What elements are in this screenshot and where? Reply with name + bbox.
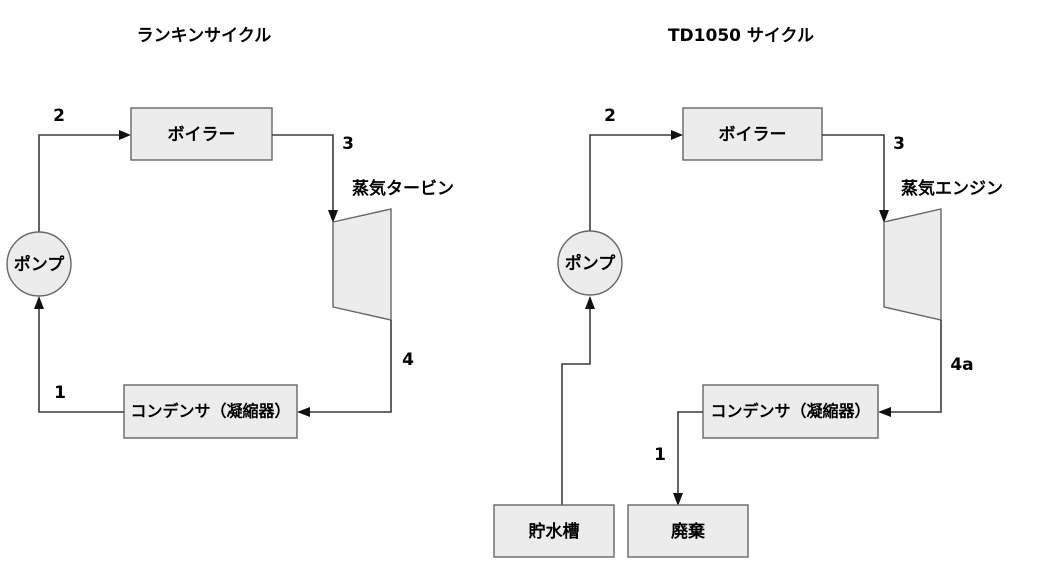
td1050-state-1-label: 1	[654, 445, 666, 465]
td1050-pump-to-boiler-arrowhead	[671, 130, 683, 140]
td1050-state-2-label: 2	[604, 106, 616, 126]
rankine-state-1-label: 1	[54, 383, 66, 403]
td1050-engine-to-condenser-arrowhead	[878, 407, 891, 417]
rankine-condenser-box	[123, 384, 298, 439]
td1050-engine-caption: 蒸気エンジン	[901, 178, 1003, 199]
td1050-reservoir-to-pump-arrowhead	[585, 296, 595, 309]
rankine-turbine-shape	[332, 208, 392, 321]
td1050-condenser-box	[702, 384, 879, 439]
td1050-condenser-label: コンデンサ（凝縮器）	[710, 402, 870, 421]
td1050-state-4a-label: 4a	[950, 355, 973, 375]
rankine-state-2-label: 2	[53, 106, 65, 126]
rankine-pump-circle	[6, 231, 72, 297]
td1050-title: TD1050 サイクル	[668, 26, 814, 46]
rankine-pump-label: ポンプ	[14, 254, 65, 275]
rankine-turbine-to-condenser-arrowhead	[297, 407, 310, 417]
rankine-condenser-label: コンデンサ（凝縮器）	[130, 402, 290, 421]
rankine-state-4-label: 4	[402, 350, 414, 370]
td1050-engine-shape	[883, 208, 942, 321]
rankine-pump-to-boiler-arrowhead	[119, 130, 131, 140]
td1050-engine-to-condenser-line	[888, 320, 942, 413]
td1050-state-3-label: 3	[893, 134, 905, 154]
rankine-boiler-to-turbine-arrowhead	[328, 210, 338, 223]
td1050-pump-circle	[557, 230, 623, 296]
rankine-cycle-group: ランキンサイクル 2 ボイラー 3 蒸気タービン 4 コンデンサ（凝縮器）	[6, 26, 454, 439]
td1050-boiler-label: ボイラー	[719, 125, 787, 145]
td1050-pump-to-boiler-line	[589, 134, 674, 231]
td1050-condenser-to-waste-line	[677, 411, 703, 496]
rankine-boiler-box	[130, 107, 273, 161]
rankine-boiler-to-turbine-line	[272, 134, 334, 213]
td1050-cycle-group: TD1050 サイクル 2 ボイラー 3 蒸気エンジン 4a コンデンサ（凝縮器…	[493, 26, 1003, 558]
rankine-pump-to-boiler-line	[38, 134, 122, 232]
rankine-condenser-to-pump-line	[38, 306, 124, 413]
rankine-condenser-to-pump-arrowhead	[34, 296, 44, 309]
td1050-boiler-to-engine-line	[822, 134, 885, 213]
td1050-condenser-to-waste-arrowhead	[673, 493, 683, 506]
td1050-reservoir-box	[493, 504, 615, 558]
rankine-boiler-label: ボイラー	[168, 125, 236, 145]
td1050-pump-label: ポンプ	[565, 253, 616, 274]
rankine-state-3-label: 3	[342, 134, 354, 154]
td1050-waste-label: 廃棄	[671, 521, 706, 542]
td1050-waste-box	[627, 504, 749, 558]
rankine-title: ランキンサイクル	[137, 26, 272, 46]
td1050-boiler-to-engine-arrowhead	[879, 210, 889, 223]
rankine-turbine-caption: 蒸気タービン	[352, 178, 454, 199]
td1050-boiler-box	[682, 107, 823, 161]
td1050-reservoir-label: 貯水槽	[529, 521, 580, 542]
rankine-turbine-to-condenser-line	[307, 320, 392, 413]
td1050-reservoir-to-pump-line	[561, 306, 591, 505]
